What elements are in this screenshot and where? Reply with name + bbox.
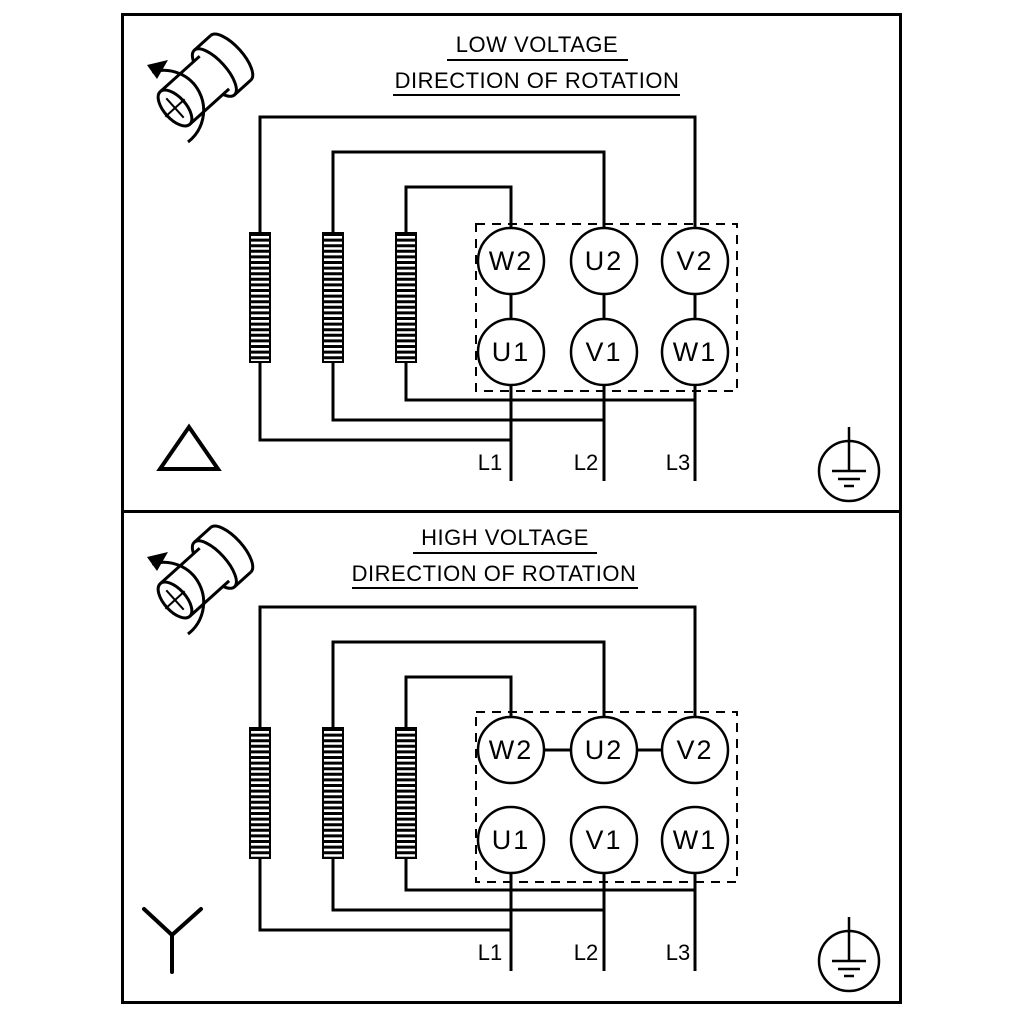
earth-ground-icon (817, 425, 881, 503)
svg-text:V2: V2 (676, 735, 713, 765)
terminal-board-outline (475, 711, 738, 883)
panel-subtitle: DIRECTION OF ROTATION (352, 561, 637, 586)
wire-winding2-top (331, 640, 606, 728)
winding-coil-2 (322, 232, 344, 363)
svg-text:U2: U2 (585, 735, 624, 765)
terminal-w2: W2 (476, 226, 546, 296)
panel-low-voltage: LOW VOLTAGE DIRECTION OF ROTATION (143, 25, 881, 503)
star-icon (142, 907, 203, 974)
earth-ground-icon (817, 915, 881, 993)
terminal-w1: W1 (660, 805, 730, 875)
supply-label-l3: L3 (666, 940, 690, 965)
svg-text:V2: V2 (676, 246, 713, 276)
winding-coil-2 (322, 727, 344, 859)
supply-label-l1: L1 (478, 940, 502, 965)
wire-winding3-bottom (404, 858, 695, 892)
supply-label-l2: L2 (574, 450, 598, 475)
svg-text:V1: V1 (585, 825, 622, 855)
wire-winding3-top (404, 185, 513, 233)
terminal-u1: U1 (476, 805, 546, 875)
terminal-w1: W1 (660, 317, 730, 387)
wire-winding1-top (258, 605, 697, 728)
panel-high-voltage: HIGH VOLTAGE DIRECTION OF ROTATION (142, 517, 881, 993)
wire-winding2-bottom (331, 362, 604, 422)
panel-title: HIGH VOLTAGE (421, 525, 589, 550)
wire-winding2-bottom (331, 858, 604, 912)
winding-coil-1 (249, 727, 271, 859)
shaft-rotation-icon (143, 517, 262, 636)
panel-subtitle: DIRECTION OF ROTATION (395, 68, 680, 93)
wire-winding1-top (258, 115, 697, 233)
wire-winding3-top (404, 675, 513, 728)
svg-text:U1: U1 (492, 825, 531, 855)
svg-text:U2: U2 (585, 246, 624, 276)
terminal-u1: U1 (476, 317, 546, 387)
winding-coil-3 (395, 727, 417, 859)
winding-coil-1 (249, 232, 271, 363)
svg-text:W1: W1 (673, 825, 718, 855)
shaft-rotation-icon (143, 25, 262, 144)
terminal-u2: U2 (569, 226, 639, 296)
terminal-v1: V1 (569, 805, 639, 875)
supply-label-l3: L3 (666, 450, 690, 475)
supply-label-l2: L2 (574, 940, 598, 965)
svg-text:U1: U1 (492, 337, 531, 367)
supply-label-l1: L1 (478, 450, 502, 475)
wire-winding3-bottom (404, 362, 695, 402)
terminal-v2: V2 (660, 226, 730, 296)
delta-icon (156, 423, 222, 471)
wire-winding1-bottom (258, 362, 511, 442)
svg-text:V1: V1 (585, 337, 622, 367)
svg-text:W2: W2 (489, 246, 534, 276)
outer-border (121, 13, 902, 1004)
svg-text:W2: W2 (489, 735, 534, 765)
terminal-u2: U2 (569, 715, 639, 785)
terminal-v1: V1 (569, 317, 639, 387)
terminal-board-outline (475, 223, 738, 392)
panel-title: LOW VOLTAGE (456, 32, 618, 57)
wire-winding2-top (331, 150, 606, 233)
winding-coil-3 (395, 232, 417, 363)
wire-winding1-bottom (258, 858, 511, 932)
terminal-w2: W2 (476, 715, 546, 785)
svg-text:W1: W1 (673, 337, 718, 367)
terminal-v2: V2 (660, 715, 730, 785)
